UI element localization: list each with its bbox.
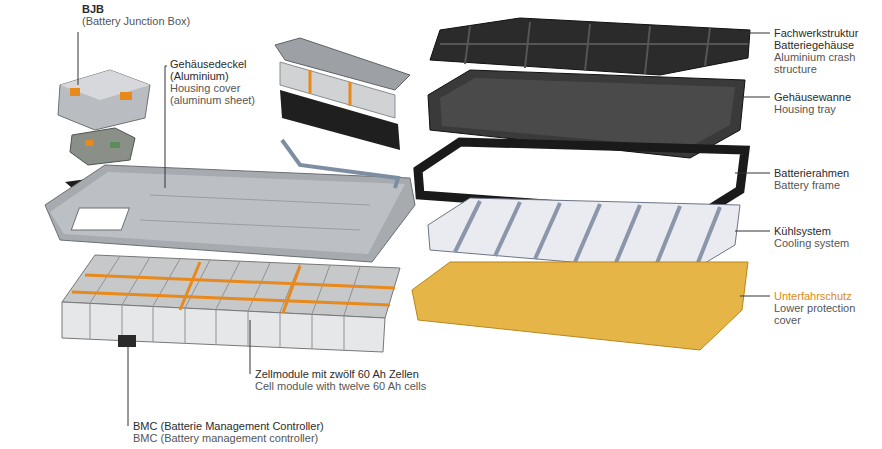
part-label: Lower protection cover [774, 302, 874, 326]
part-label: BJB [82, 3, 222, 15]
part-label: Housing tray [774, 103, 874, 115]
part-label: Cell module with twelve 60 Ah cells [255, 380, 495, 392]
part-label: Zellmodule mit zwölf 60 Ah Zellen [255, 368, 495, 380]
part-label: Unterfahrschutz [774, 290, 874, 302]
part-label: Fachwerkstruktur Batteriegehäuse [774, 27, 874, 51]
part-label: BMC (Battery management controller) [133, 432, 393, 444]
part-label: Gehäusewanne [774, 91, 874, 103]
part-label: Gehäusedeckel (Aluminium) [170, 58, 262, 82]
part-label: Batterierahmen [774, 167, 874, 179]
cell-modules [62, 255, 400, 352]
part-label: Housing cover (aluminum sheet) [170, 82, 262, 106]
leader-lines [78, 32, 770, 426]
part-label: Cooling system [774, 237, 874, 249]
part-label: (Battery Junction Box) [82, 15, 222, 27]
cooling-system [428, 198, 740, 272]
part-label: Aluminium crash structure [774, 51, 874, 75]
part-label: Kühlsystem [774, 225, 874, 237]
crash-structure [430, 18, 750, 75]
part-label: BMC (Batterie Management Controller) [133, 420, 393, 432]
module-detail [275, 38, 410, 188]
housing-cover [45, 165, 415, 262]
part-label: Battery frame [774, 179, 874, 191]
underbody-cover [412, 262, 748, 350]
